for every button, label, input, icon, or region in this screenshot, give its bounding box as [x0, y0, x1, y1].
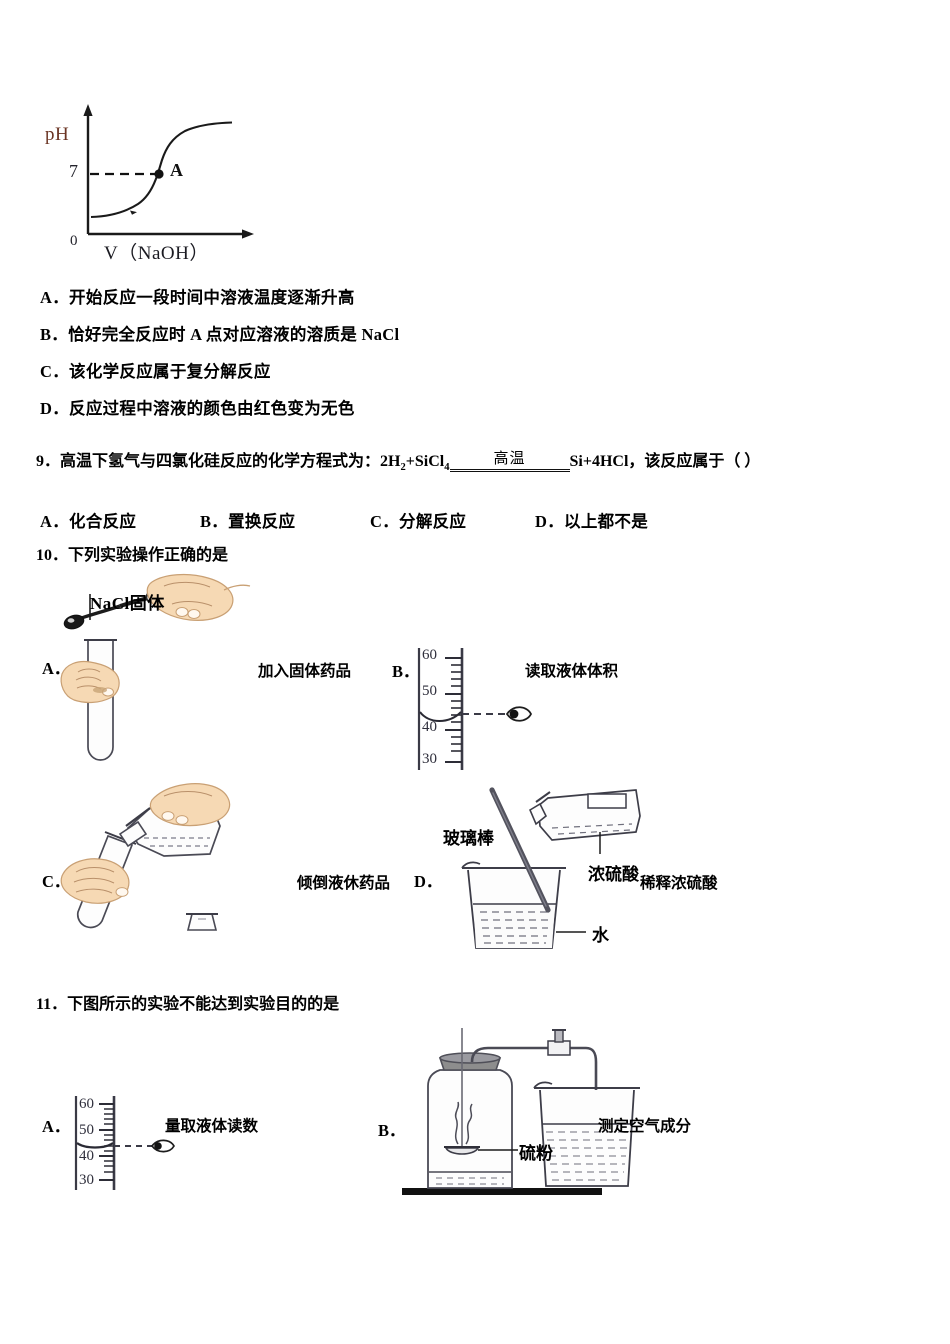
delivery-tube-right	[568, 1046, 598, 1178]
q9-option-a: A．化合反应	[40, 512, 137, 531]
water-beaker	[533, 1081, 640, 1187]
q11-option-b-letter: B．	[378, 1121, 406, 1140]
chart-y-axis-arrow	[83, 104, 93, 116]
q10-option-d-label-glass-rod: 玻璃棒	[443, 829, 494, 848]
cylinder-minor-ticks	[104, 1108, 114, 1173]
q11-option-a-figure	[72, 1094, 192, 1194]
q10-option-b-letter: B．	[392, 662, 420, 681]
q10-option-c-figure	[60, 782, 320, 962]
chart-curve-direction-marker	[130, 210, 137, 215]
bottle-stopper	[186, 913, 218, 931]
q11-option-b-figure	[400, 1028, 660, 1203]
q9-reaction-arrow	[449, 469, 570, 473]
water-hatching	[480, 911, 550, 944]
q8-option-d: D．反应过程中溶液的颜色由红色变为无色	[40, 399, 355, 418]
hand-holding-tube	[60, 858, 130, 904]
q11-option-a-letter: A．	[42, 1117, 71, 1136]
acid-in-bottle	[551, 823, 633, 835]
q10-option-a-figure	[60, 572, 290, 787]
q10-option-a-figure-label: NaCl固体	[90, 594, 165, 613]
beaker-water-hatching	[546, 1131, 629, 1181]
q10-option-b-scale-50: 50	[422, 683, 437, 699]
q9-stem-before: 高温下氢气与四氯化硅反应的化学方程式为：	[60, 453, 381, 470]
bottle-label	[587, 793, 627, 809]
chart-curve	[90, 121, 233, 219]
q9-stem: 9．高温下氢气与四氯化硅反应的化学方程式为：2H2+SiCl4 高温 Si+4H…	[36, 447, 760, 473]
ph-titration-chart: pH 7 A 0 V（NaOH）	[45, 96, 276, 264]
eye-icon	[505, 706, 533, 722]
jar-water-hatching	[436, 1177, 504, 1185]
q9-products: Si+4HCl	[569, 453, 629, 470]
burning-sulfur-flame	[454, 1101, 473, 1145]
glass-rod-highlight	[492, 792, 547, 907]
solid-grains-in-tube	[93, 687, 107, 693]
liquid-meniscus	[76, 1142, 114, 1149]
gas-jar	[427, 1052, 513, 1189]
q11-option-a-scale-50: 50	[79, 1122, 94, 1138]
chart-ytick-7: 7	[69, 161, 78, 181]
q9-option-b: B．置换反应	[200, 512, 296, 531]
q9-number: 9．	[36, 453, 61, 470]
concentrated-acid-bottle	[528, 789, 641, 841]
q10-option-b-caption: 读取液体体积	[525, 663, 619, 680]
liquid-in-bottle	[144, 837, 210, 847]
cylinder-minor-ticks	[451, 664, 462, 752]
q11-option-b-caption: 测定空气成分	[598, 1118, 692, 1135]
q10-option-b-scale-40: 40	[422, 719, 437, 735]
eye-icon	[150, 1139, 175, 1153]
chart-origin-label: 0	[70, 233, 78, 249]
q10-option-b-figure	[415, 644, 535, 774]
liquid-meniscus	[419, 711, 462, 722]
q10-option-b-scale-30: 30	[422, 751, 437, 767]
q11-stem: 11．下图所示的实验不能达到实验目的的是	[36, 990, 339, 1014]
q10-option-a-caption: 加入固体药品	[258, 663, 352, 680]
hand-holding-spatula	[146, 573, 251, 621]
q11-option-a-scale-30: 30	[79, 1172, 94, 1188]
q11-option-a-caption: 量取液体读数	[165, 1118, 259, 1135]
q10-number: 10．	[36, 547, 69, 564]
chart-x-axis-arrow	[242, 229, 254, 239]
q10-option-b-scale-60: 60	[422, 647, 437, 663]
q8-option-c: C．该化学反应属于复分解反应	[40, 362, 271, 381]
q10-option-d-label-acid: 浓硫酸	[588, 865, 639, 884]
delivery-tube-left	[470, 1046, 550, 1063]
q9-condition-text: 高温	[493, 451, 526, 468]
q11-option-b-label-sulfur: 硫粉	[519, 1144, 553, 1163]
hand-holding-bottle	[149, 783, 231, 827]
q9-option-c: C．分解反应	[370, 512, 467, 531]
cylinder-major-ticks	[445, 657, 462, 763]
q9-option-d: D．以上都不是	[535, 512, 649, 531]
q9-stem-after: ，该反应属于（ ）	[628, 453, 761, 470]
q10-stem-text: 下列实验操作正确的是	[68, 547, 229, 564]
q11-option-a-scale-40: 40	[79, 1148, 94, 1164]
beaker	[461, 861, 566, 949]
q11-number: 11．	[36, 996, 68, 1013]
chart-point-a-marker	[154, 169, 164, 179]
beaker-spout	[461, 861, 481, 869]
q10-option-d-figure	[440, 782, 660, 962]
q10-option-d-letter: D．	[414, 872, 443, 891]
bench-surface	[402, 1188, 602, 1195]
q8-option-b: B．恰好完全反应时 A 点对应溶液的溶质是 NaCl	[40, 325, 400, 344]
chart-ylabel: pH	[45, 124, 70, 145]
cylinder-major-ticks	[99, 1103, 114, 1181]
q10-option-d-caption: 稀释浓硫酸	[640, 875, 718, 892]
water-fill	[473, 904, 555, 948]
q9-reaction-condition: 高温	[449, 451, 570, 473]
chart-xlabel: V（NaOH）	[104, 243, 209, 264]
q10-option-d-label-water: 水	[592, 926, 609, 945]
stopcock-valve	[547, 1029, 571, 1056]
combustion-spoon	[444, 1146, 480, 1155]
q11-option-a-scale-60: 60	[79, 1096, 94, 1112]
q9-reactants: 2H2+SiCl4	[380, 453, 450, 474]
q11-stem-text: 下图所示的实验不能达到实验目的的是	[67, 996, 340, 1013]
chart-point-a-label: A	[170, 160, 183, 180]
q10-option-c-caption: 倾倒液休药品	[297, 875, 391, 892]
beaker-spout	[533, 1081, 553, 1089]
q10-stem: 10．下列实验操作正确的是	[36, 541, 228, 565]
q8-option-a: A．开始反应一段时间中溶液温度逐渐升高	[40, 288, 355, 307]
